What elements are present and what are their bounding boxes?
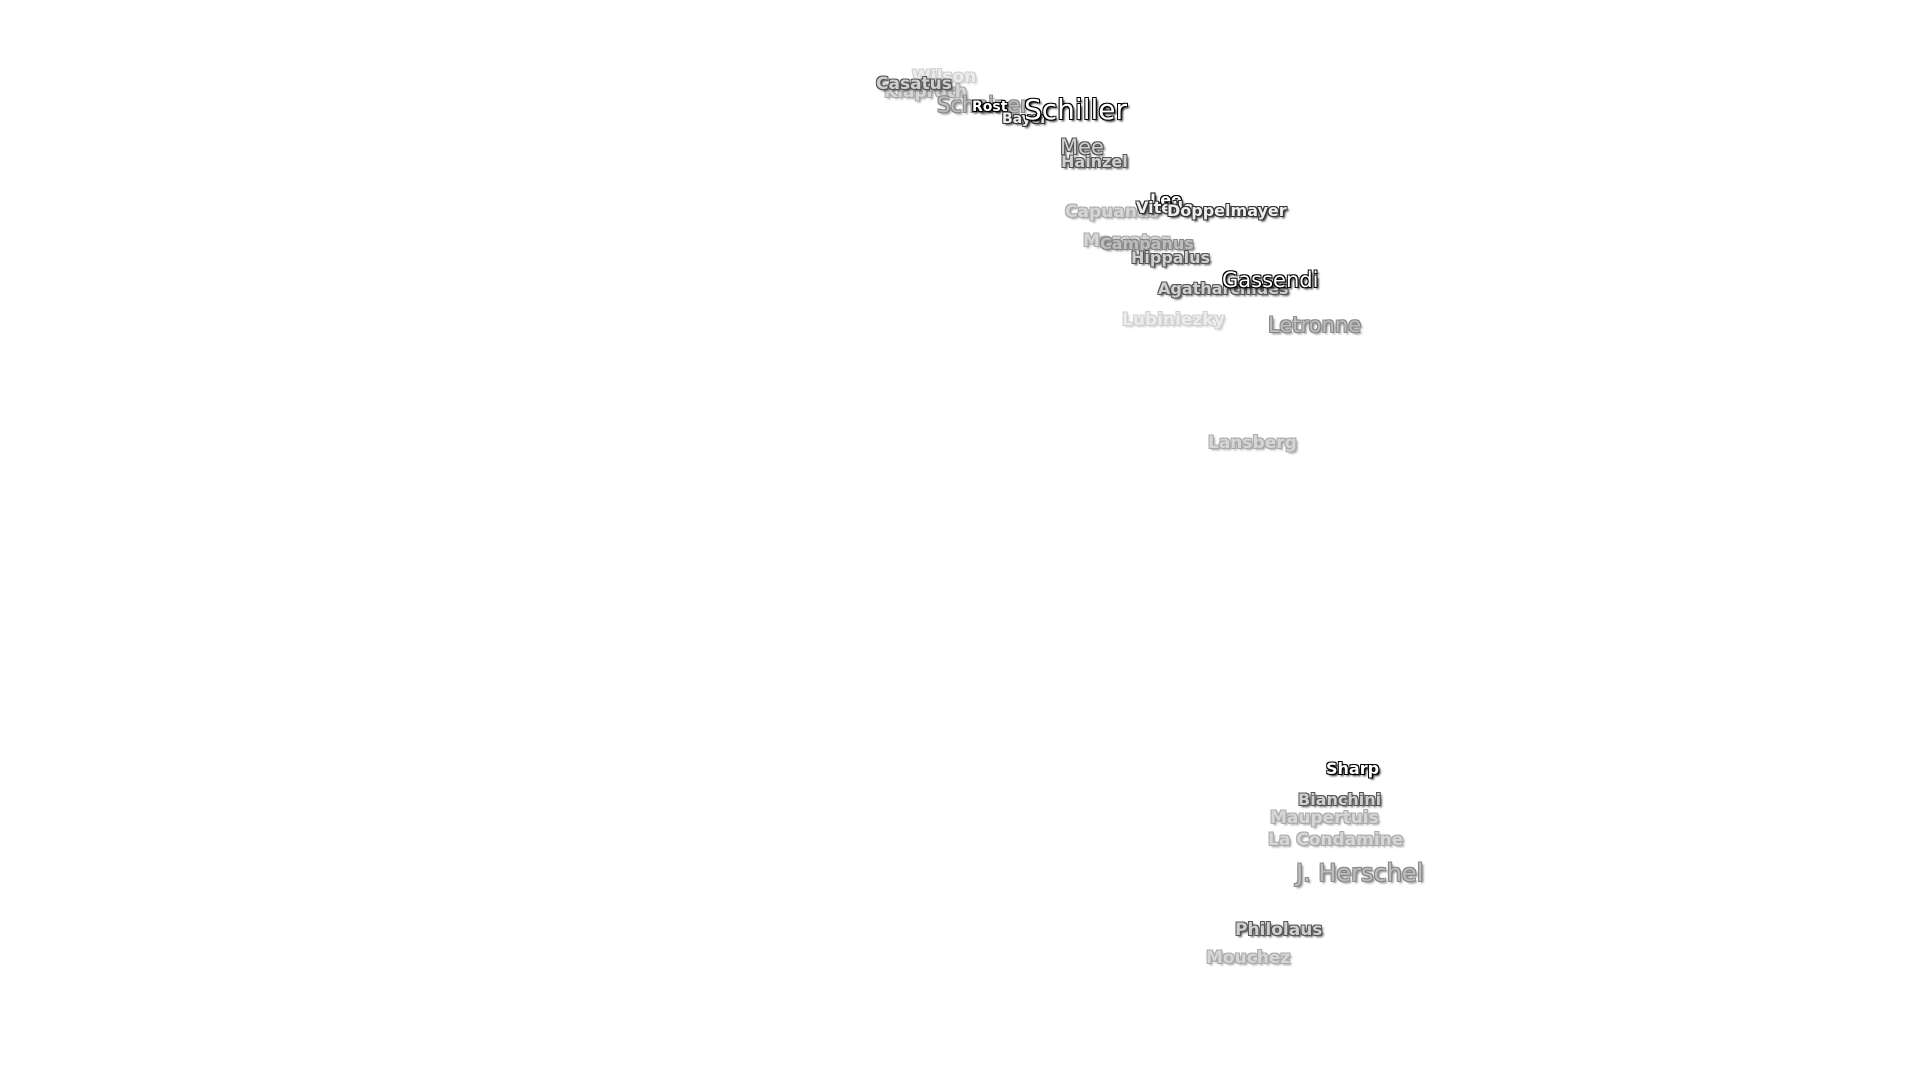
crater-label-capuanus[interactable]: Capuanus [1065, 202, 1160, 222]
crater-label-wilson[interactable]: Wilson [912, 67, 977, 87]
crater-label-bayer[interactable]: Bayer [1002, 111, 1048, 127]
crater-label-maupertuis[interactable]: Maupertuis [1270, 808, 1379, 828]
crater-label-doppelmayer[interactable]: Doppelmayer [1167, 201, 1287, 220]
crater-label-j-herschel[interactable]: J. Herschel [1296, 859, 1424, 887]
crater-label-mouchez[interactable]: Mouchez [1206, 948, 1291, 968]
crater-label-casatus[interactable]: Casatus [876, 74, 952, 94]
crater-label-schiller[interactable]: Schiller [1024, 93, 1127, 126]
crater-label-la-condamine[interactable]: La Condamine [1268, 830, 1404, 850]
crater-label-campanus[interactable]: Campanus [1100, 234, 1194, 253]
crater-label-klaproth[interactable]: Klaproth [884, 82, 967, 102]
crater-label-hainzel[interactable]: Hainzel [1061, 152, 1128, 171]
crater-label-agatharchides[interactable]: Agatharchides [1158, 279, 1289, 298]
crater-label-vitello[interactable]: Vitello [1136, 198, 1195, 217]
crater-label-scheiner[interactable]: Scheiner [937, 93, 1029, 117]
crater-label-mercator[interactable]: Mercator [1083, 231, 1170, 251]
crater-label-lubiniezky[interactable]: Lubiniezky [1122, 310, 1225, 330]
crater-label-rost[interactable]: Rost [972, 99, 1008, 115]
crater-label-hippalus[interactable]: Hippalus [1131, 248, 1210, 267]
crater-label-sharp[interactable]: Sharp [1326, 759, 1380, 778]
crater-label-lee[interactable]: Lee [1150, 190, 1182, 209]
crater-label-bianchini[interactable]: Bianchini [1298, 790, 1382, 809]
crater-label-lansberg[interactable]: Lansberg [1208, 433, 1297, 453]
crater-label-gassendi[interactable]: Gassendi [1222, 268, 1319, 292]
crater-label-letronne[interactable]: Letronne [1268, 313, 1362, 337]
crater-label-philolaus[interactable]: Philolaus [1235, 920, 1323, 940]
crater-label-mee[interactable]: Mee [1060, 135, 1104, 159]
